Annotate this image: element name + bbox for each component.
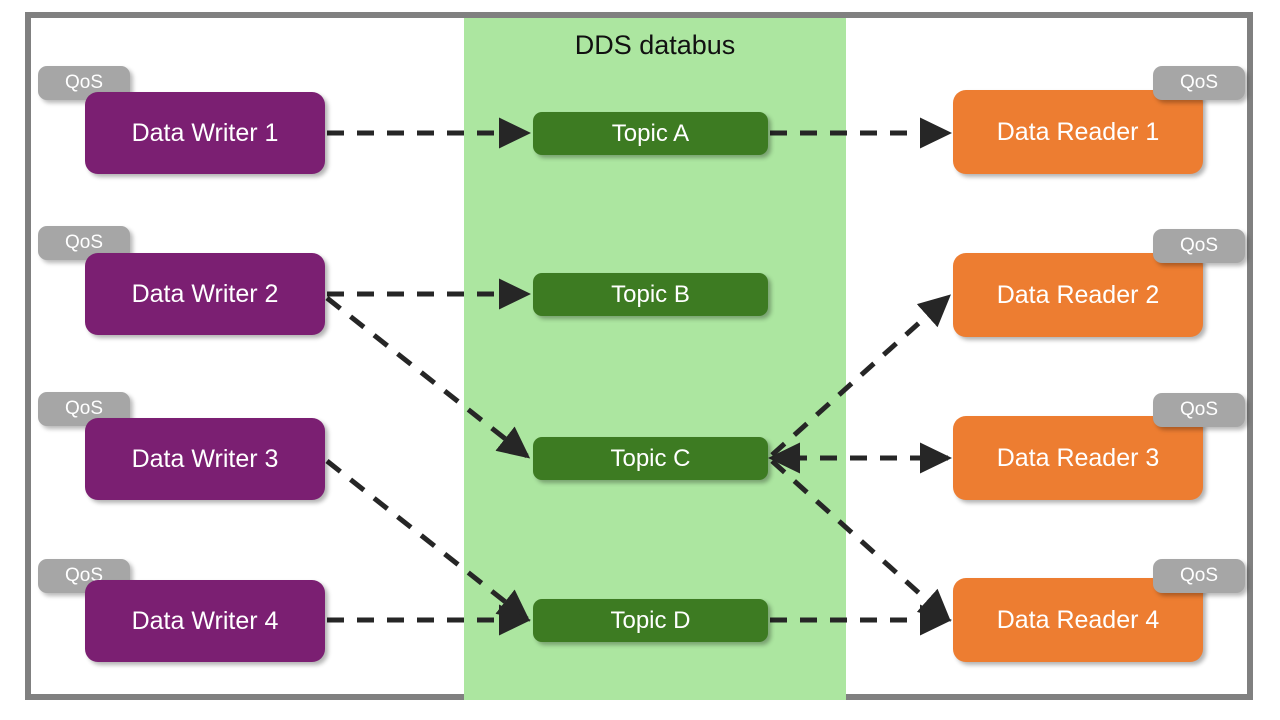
qos-tag-writer-3-label: QoS <box>64 398 104 419</box>
node-topic-c-label: Topic C <box>610 444 691 472</box>
node-data-writer-2[interactable]: Data Writer 2 <box>85 253 325 335</box>
node-topic-c[interactable]: Topic C <box>533 437 768 480</box>
node-topic-a[interactable]: Topic A <box>533 112 768 155</box>
qos-tag-reader-3-label: QoS <box>1179 399 1219 420</box>
node-topic-d-label: Topic D <box>610 606 691 634</box>
node-data-reader-4-label: Data Reader 4 <box>996 605 1160 634</box>
node-topic-b[interactable]: Topic B <box>533 273 768 316</box>
node-topic-b-label: Topic B <box>611 280 690 308</box>
qos-tag-writer-1-label: QoS <box>64 72 104 93</box>
databus-title: DDS databus <box>574 30 736 60</box>
qos-tag-reader-1[interactable]: QoS <box>1153 66 1245 100</box>
qos-tag-writer-2-label: QoS <box>64 232 104 253</box>
node-data-writer-3-label: Data Writer 3 <box>131 444 279 473</box>
node-data-reader-3[interactable]: Data Reader 3 <box>953 416 1203 500</box>
node-data-reader-1-label: Data Reader 1 <box>996 117 1160 146</box>
node-data-reader-3-label: Data Reader 3 <box>996 443 1160 472</box>
node-data-reader-2[interactable]: Data Reader 2 <box>953 253 1203 337</box>
qos-tag-reader-3[interactable]: QoS <box>1153 393 1245 427</box>
qos-tag-reader-1-label: QoS <box>1179 72 1219 93</box>
node-topic-a-label: Topic A <box>611 119 690 147</box>
node-data-writer-1[interactable]: Data Writer 1 <box>85 92 325 174</box>
qos-tag-reader-4[interactable]: QoS <box>1153 559 1245 593</box>
node-data-writer-4[interactable]: Data Writer 4 <box>85 580 325 662</box>
node-data-writer-2-label: Data Writer 2 <box>131 279 279 308</box>
qos-tag-reader-2[interactable]: QoS <box>1153 229 1245 263</box>
node-data-writer-1-label: Data Writer 1 <box>131 118 279 147</box>
qos-tag-reader-2-label: QoS <box>1179 235 1219 256</box>
node-topic-d[interactable]: Topic D <box>533 599 768 642</box>
node-data-reader-2-label: Data Reader 2 <box>996 280 1160 309</box>
node-data-reader-1[interactable]: Data Reader 1 <box>953 90 1203 174</box>
qos-tag-reader-4-label: QoS <box>1179 565 1219 586</box>
node-data-writer-3[interactable]: Data Writer 3 <box>85 418 325 500</box>
node-data-writer-4-label: Data Writer 4 <box>131 606 279 635</box>
